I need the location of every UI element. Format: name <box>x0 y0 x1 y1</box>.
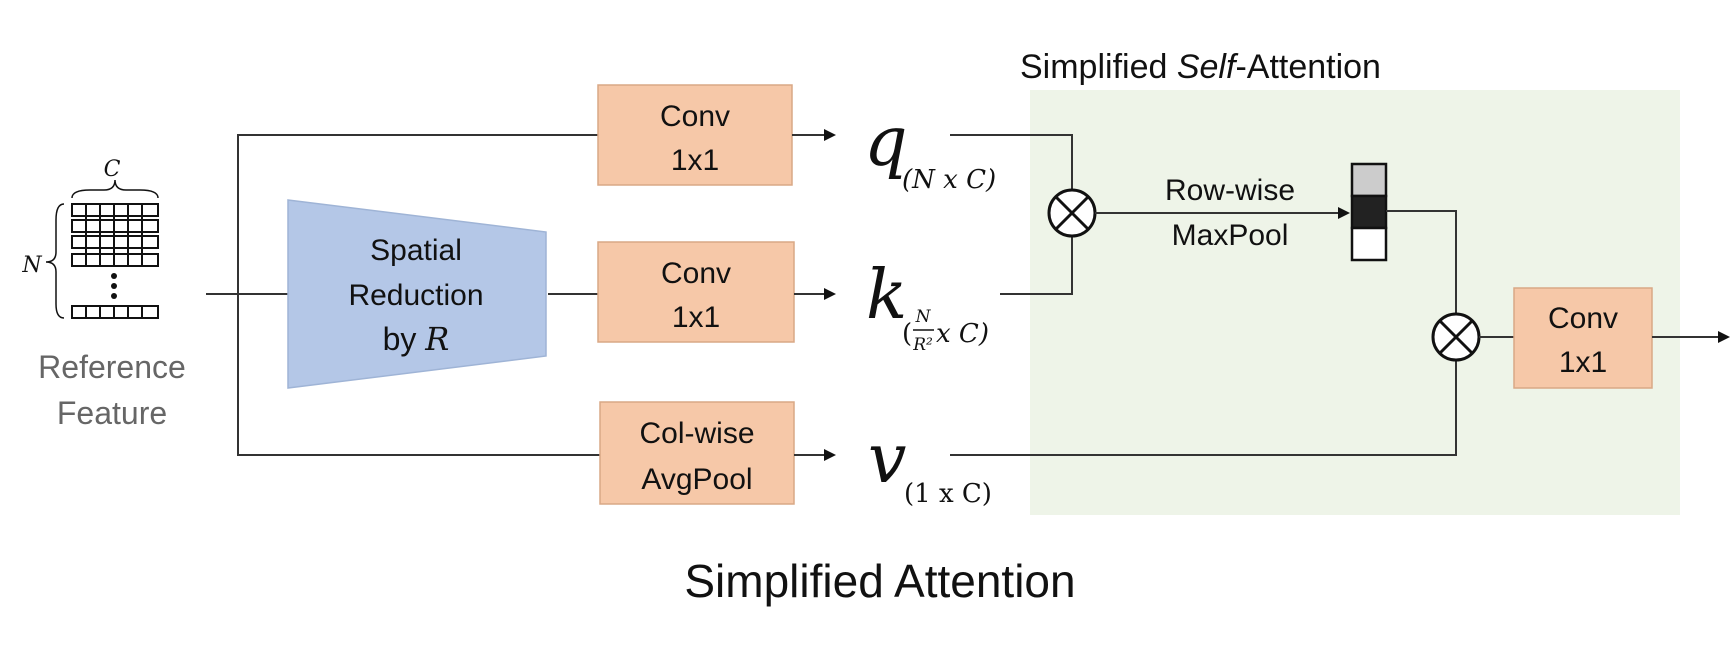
avgpool-box <box>599 401 795 505</box>
conv-out-box <box>1513 287 1653 389</box>
pooled-vector-icon <box>1350 162 1388 262</box>
q-symbol: q <box>864 103 908 182</box>
v-symbol: v <box>868 420 906 499</box>
multiply-node-1 <box>1047 188 1097 238</box>
k-dim-open: ( <box>902 319 912 349</box>
q-dims: (N x C) <box>902 165 996 195</box>
maxpool-label-1: Row-wise <box>1165 174 1295 207</box>
reference-feature-label-2: Feature <box>57 395 167 431</box>
conv-q-box <box>597 84 793 186</box>
conv-k-label-1: Conv <box>661 257 731 290</box>
spatial-reduction-block <box>287 199 547 389</box>
conv-k-box <box>597 241 795 343</box>
k-frac-den: R² <box>912 335 933 355</box>
k-dim-rest: x C) <box>936 319 989 349</box>
dim-n-label: N <box>21 253 42 278</box>
k-symbol: k <box>866 256 907 335</box>
conv-out-label-1: Conv <box>1548 302 1618 335</box>
avgpool-label-2: AvgPool <box>641 463 752 496</box>
conv-k-label-2: 1x1 <box>672 301 720 334</box>
k-frac-num: N <box>915 307 932 327</box>
spatial-reduction-label-1: Spatial <box>370 234 462 267</box>
diagram-title: Simplified Attention <box>684 555 1075 607</box>
conv-out-label-2: 1x1 <box>1559 346 1607 379</box>
multiply-node-2 <box>1431 312 1481 362</box>
v-dims: (1 x C) <box>904 479 992 509</box>
conv-q-label-2: 1x1 <box>671 144 719 177</box>
conv-q-label-1: Conv <box>660 100 730 133</box>
feature-matrix-icon <box>45 179 159 319</box>
maxpool-label-2: MaxPool <box>1172 219 1289 252</box>
self-attention-title: Simplified Self-Attention <box>1020 48 1381 86</box>
spatial-reduction-label-2: Reduction <box>348 279 483 312</box>
spatial-reduction-label-3: by R <box>383 320 450 358</box>
reference-feature-label-1: Reference <box>38 349 186 385</box>
dim-c-label: C <box>104 157 121 182</box>
avgpool-label-1: Col-wise <box>639 417 754 450</box>
matrix-dots <box>111 273 117 299</box>
